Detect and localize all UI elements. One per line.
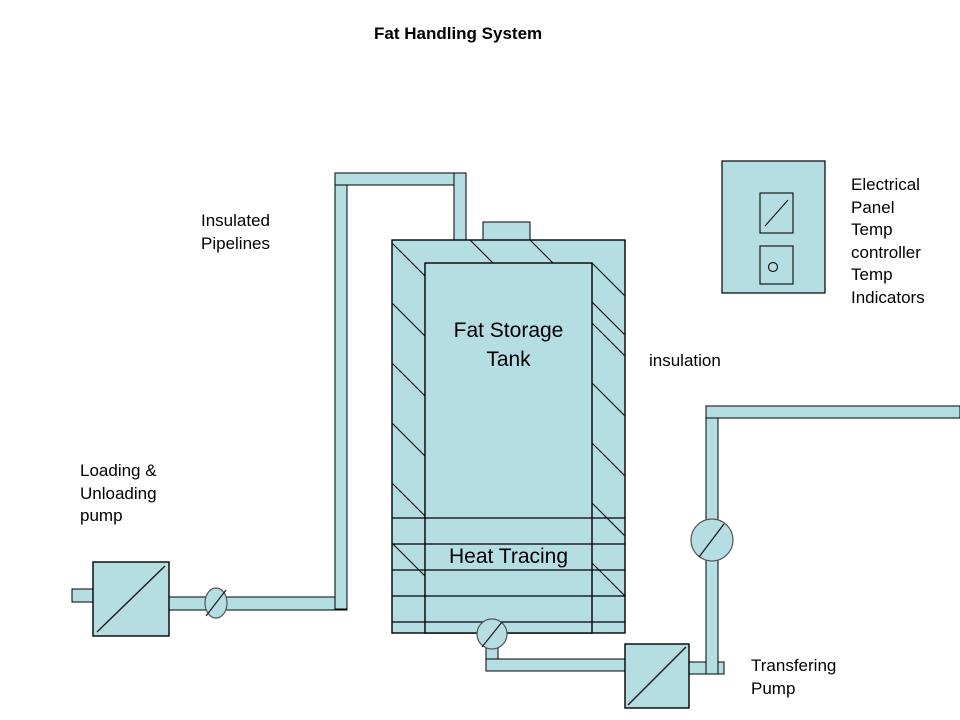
temp-indicator-circle-icon — [767, 261, 779, 273]
pipe-suction-stub — [71, 588, 95, 603]
pipe-tank-outlet-header — [485, 658, 632, 672]
valve-tank-outlet[interactable] — [476, 618, 508, 650]
pipe-tank-feed-downcomer — [453, 172, 467, 244]
fat-storage-tank — [391, 221, 626, 634]
label-heat-tracing: Heat Tracing — [448, 545, 569, 568]
label-insulated-pipelines: Insulated Pipelines — [201, 211, 270, 253]
pipe-loading-header — [225, 596, 348, 611]
tank-top-nozzle — [482, 221, 531, 241]
transfering-pump-impeller-line — [627, 646, 687, 706]
label-loading-unloading-pump: Loading & Unloading pump — [80, 461, 157, 525]
label-transfering-pump: Transfering Pump — [751, 656, 837, 698]
page-title: Fat Handling System — [374, 24, 543, 43]
loading-unloading-pump[interactable] — [92, 561, 170, 637]
label-insulation: insulation — [649, 351, 721, 370]
pipeline-network — [71, 172, 960, 675]
pipe-tank-feed-crossover — [334, 172, 467, 186]
loading-pump-impeller-line — [96, 565, 166, 633]
label-electrical-panel: Electrical Panel Temp controller Temp In… — [851, 175, 925, 307]
valve-discharge-line[interactable] — [690, 518, 734, 562]
valve-loading-line-slash — [205, 589, 227, 617]
electrical-panel[interactable] — [721, 160, 826, 294]
temp-indicator-box[interactable] — [759, 245, 794, 285]
heat-tracing-bands — [392, 517, 625, 623]
pipe-discharge-header — [705, 405, 960, 419]
pipe-loading-riser — [334, 177, 348, 610]
valve-discharge-line-slash — [698, 523, 725, 558]
tank-inner-vessel — [424, 262, 593, 634]
transfering-pump[interactable] — [624, 643, 690, 709]
temp-controller-diagonal-icon — [764, 199, 789, 227]
valve-loading-line[interactable] — [204, 587, 228, 619]
label-fat-storage-tank: Fat Storage Tank — [453, 319, 564, 371]
pipe-pump-discharge-stub — [167, 596, 207, 611]
valve-tank-outlet-slash — [481, 621, 503, 648]
